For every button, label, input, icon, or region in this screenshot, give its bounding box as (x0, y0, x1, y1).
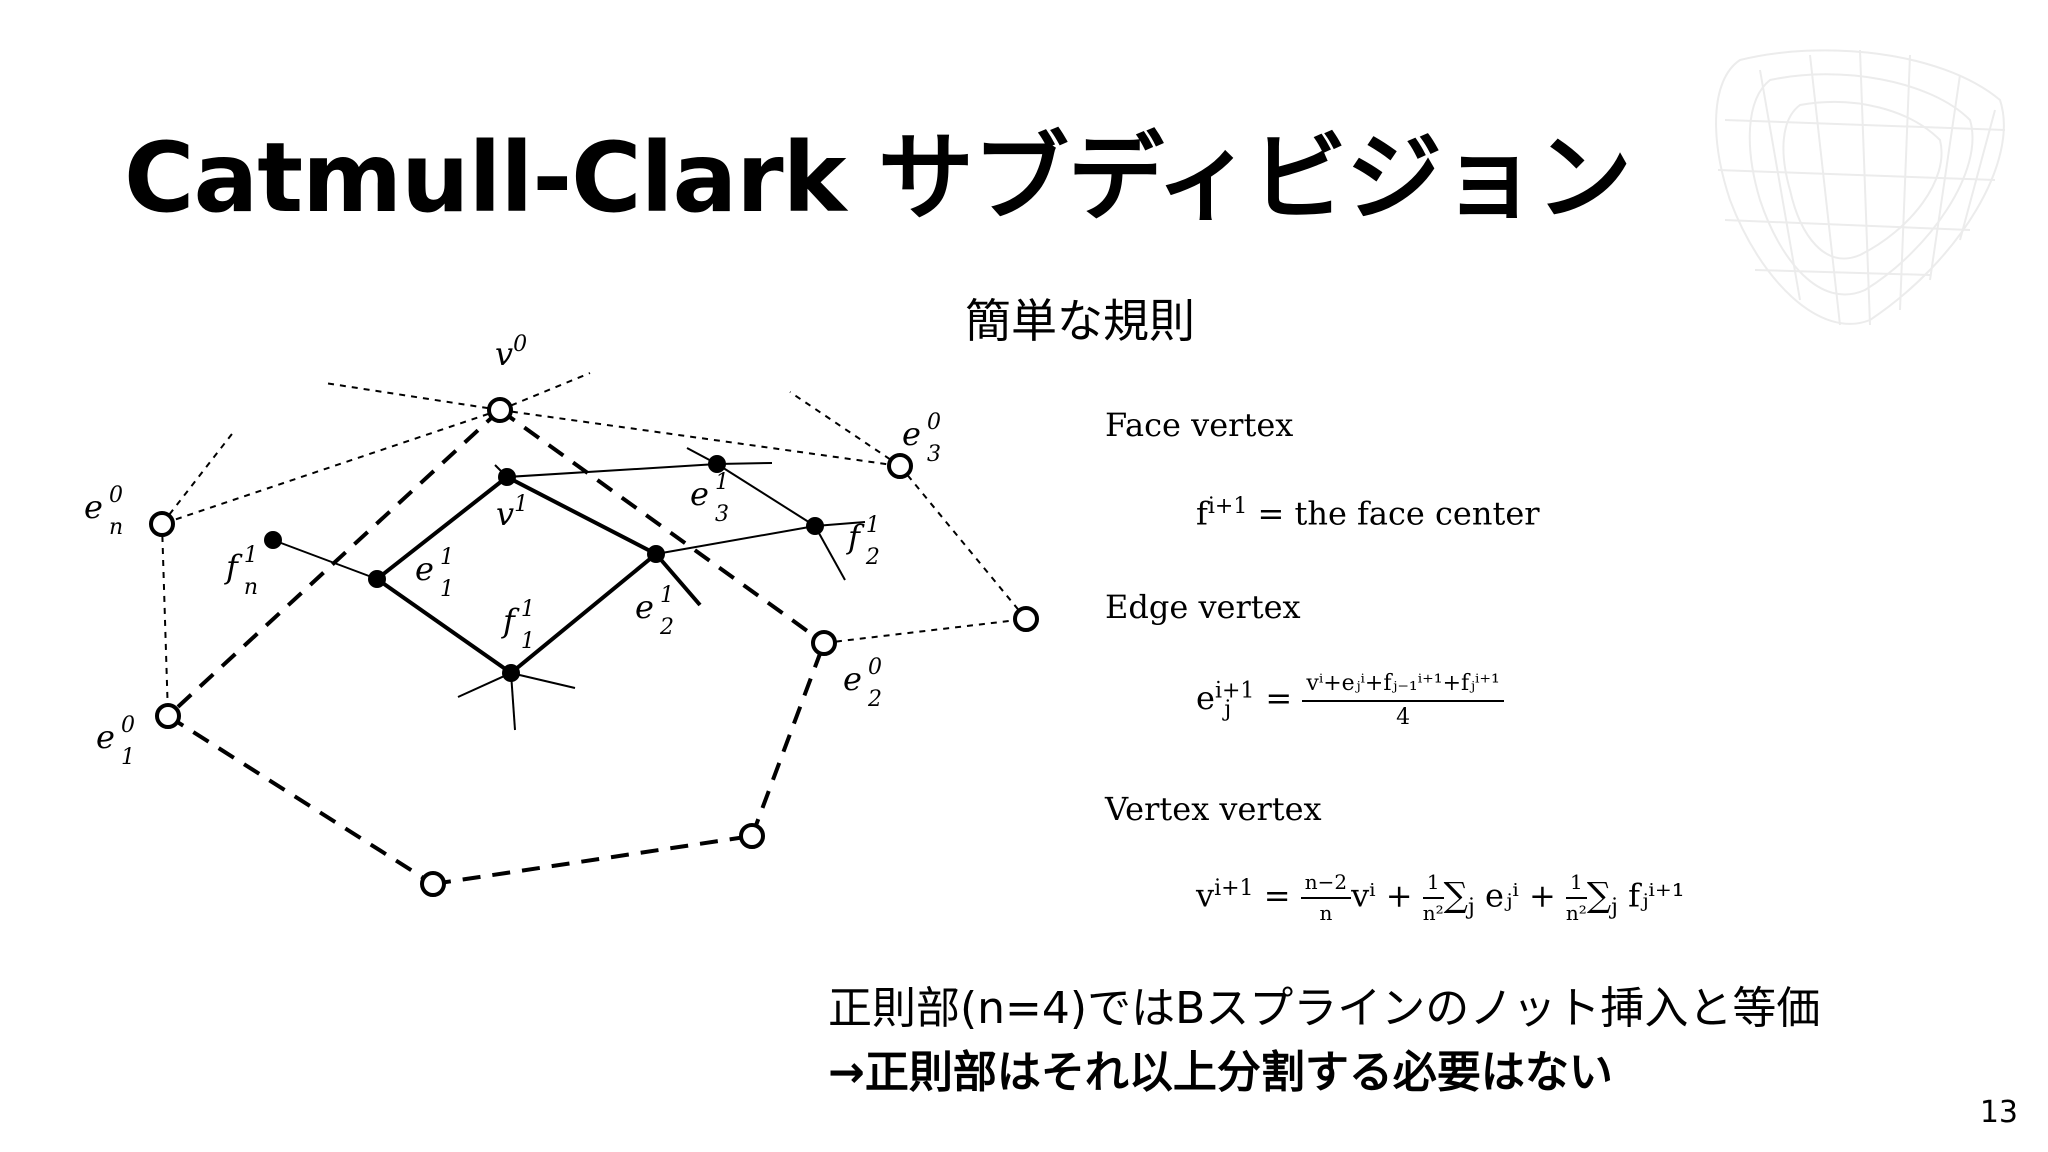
vertex-vertex-title: Vertex vertex (1105, 790, 1322, 828)
rules-heading: 簡単な規則 (965, 294, 1195, 348)
face-vertex-title: Face vertex (1105, 406, 1294, 444)
level0-dotted-edges (161, 372, 1027, 717)
vertex-vertex-formula: vi+1 = n−2 n vⁱ + 1 n² ∑j eⱼⁱ + 1 n² ∑j … (1196, 870, 1685, 925)
slide-title: Catmull-Clark サブディビジョン (124, 122, 1632, 234)
decorative-mesh-graphic (1715, 49, 2006, 326)
face-vertex-formula: fi+1 = the face center (1196, 494, 1540, 533)
conclusion-line-2: →正則部はそれ以上分割する必要はない (828, 1047, 1613, 1098)
level1-points (264, 455, 824, 682)
edge-vertex-title: Edge vertex (1105, 588, 1301, 626)
edge-vertex-formula: ei+1j = vⁱ+eⱼⁱ+fⱼ₋₁ⁱ⁺¹+fⱼⁱ⁺¹ 4 (1196, 670, 1504, 731)
label-v1: v1 (496, 492, 528, 533)
conclusion-line-1: 正則部(n=4)ではBスプラインのノット挿入と等価 (828, 983, 1821, 1034)
label-v0: v0 (495, 332, 527, 373)
level1-thin-edges (272, 447, 866, 731)
level0-points (149, 397, 1039, 897)
page-number: 13 (1979, 1095, 2018, 1130)
level1-quad-edges (375, 475, 702, 675)
